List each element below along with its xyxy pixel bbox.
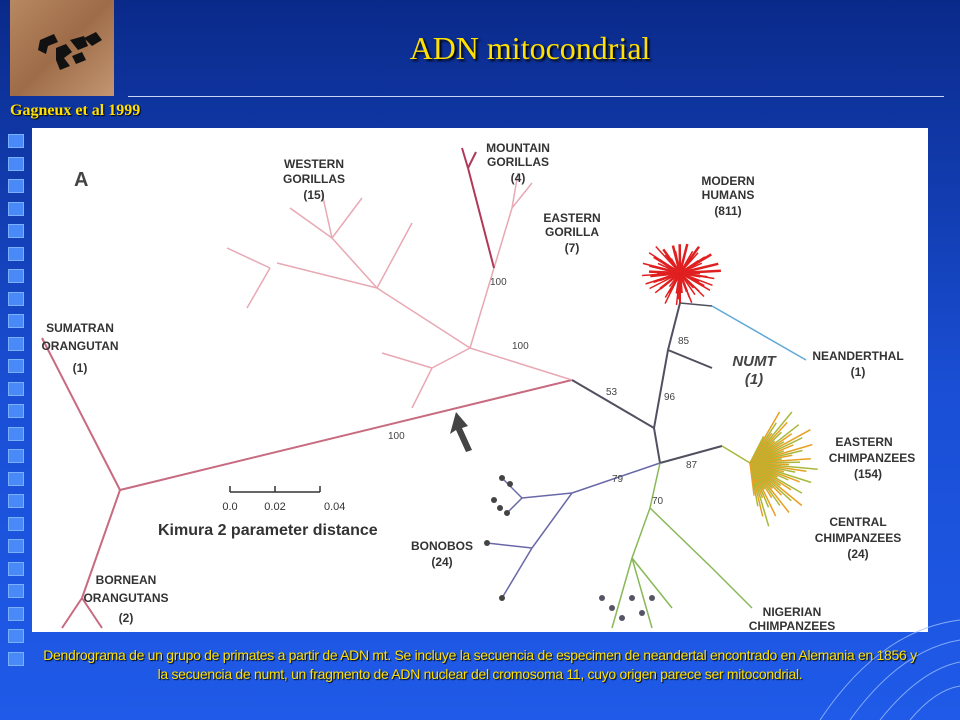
- figure-caption: Dendrograma de un grupo de primates a pa…: [43, 647, 917, 682]
- label-modern-humans-3: (811): [714, 204, 741, 218]
- bootstrap-value: 85: [678, 336, 690, 347]
- label-eastern-gorilla-1: EASTERN: [543, 211, 600, 225]
- label-bornean-orangutans-3: (2): [119, 611, 134, 625]
- label-numt-1: NUMT: [732, 353, 777, 370]
- title-divider: [128, 96, 944, 97]
- logo-emblem-icon: [38, 32, 102, 70]
- label-nigerian-chimps-2: CHIMPANZEES: [749, 619, 835, 632]
- label-central-chimps-2: CHIMPANZEES: [815, 531, 901, 545]
- arrow-icon: [450, 412, 472, 452]
- bonobo-leaf-dots: [484, 475, 513, 601]
- label-neanderthal-2: (1): [851, 365, 866, 379]
- bootstrap-value: 100: [388, 431, 405, 442]
- bootstrap-value: 79: [612, 474, 624, 485]
- label-neanderthal-1: NEANDERTHAL: [812, 349, 903, 363]
- modern-humans-cluster: [642, 243, 721, 305]
- orangutan-branches: [41, 337, 573, 629]
- label-sumatran-orangutan-3: (1): [73, 361, 88, 375]
- chimpanzee-cluster: [721, 411, 818, 527]
- dendrogram-svg: 0.0 0.02 0.04 Kimura 2 parameter distanc…: [41, 141, 915, 632]
- label-numt-2: (1): [745, 371, 763, 388]
- decorative-arcs-icon: [819, 619, 960, 720]
- label-eastern-gorilla-2: GORILLA: [545, 225, 599, 239]
- label-modern-humans-2: HUMANS: [702, 188, 755, 202]
- label-mountain-gorillas-2: GORILLAS: [487, 155, 549, 169]
- scale-tick-2: 0.04: [324, 501, 345, 513]
- label-western-gorillas-3: (15): [303, 188, 324, 202]
- scale-bar: [229, 486, 321, 493]
- label-mountain-gorillas-3: (4): [511, 171, 526, 185]
- bonobo-branches: [486, 462, 661, 599]
- label-western-gorillas-2: GORILLAS: [283, 172, 345, 186]
- label-eastern-chimps-2: CHIMPANZEES: [829, 451, 915, 465]
- neanderthal-branch: [711, 305, 807, 361]
- label-western-gorillas-1: WESTERN: [284, 157, 344, 171]
- label-nigerian-chimps-1: NIGERIAN: [763, 605, 822, 619]
- bootstrap-value: 100: [490, 277, 507, 288]
- panel-letter: A: [74, 169, 88, 191]
- nigerian-chimp-branches: [611, 462, 753, 629]
- label-sumatran-orangutan-1: SUMATRAN: [46, 321, 114, 335]
- gorilla-branches: [226, 172, 573, 409]
- label-central-chimps-3: (24): [847, 547, 868, 561]
- scale-tick-1: 0.02: [264, 501, 285, 513]
- label-bornean-orangutans-1: BORNEAN: [96, 573, 157, 587]
- scale-label: Kimura 2 parameter distance: [158, 522, 378, 539]
- tree-trunk: [571, 302, 723, 464]
- label-eastern-gorilla-3: (7): [565, 241, 580, 255]
- bootstrap-value: 100: [512, 341, 529, 352]
- mountain-gorilla-branches: [461, 147, 495, 269]
- label-mountain-gorillas-1: MOUNTAIN: [486, 141, 550, 155]
- label-modern-humans-1: MODERN: [701, 174, 754, 188]
- phylogenetic-tree-figure: 0.0 0.02 0.04 Kimura 2 parameter distanc…: [32, 128, 928, 632]
- source-citation: Gagneux et al 1999: [10, 102, 141, 119]
- page-title: ADN mitocondrial: [409, 30, 651, 66]
- bootstrap-value: 87: [686, 460, 698, 471]
- university-logo: [10, 0, 114, 96]
- scale-tick-0: 0.0: [222, 501, 237, 513]
- label-sumatran-orangutan-2: ORANGUTAN: [41, 339, 118, 353]
- bootstrap-value: 96: [664, 392, 676, 403]
- label-bornean-orangutans-2: ORANGUTANS: [83, 591, 168, 605]
- bootstrap-value: 53: [606, 387, 618, 398]
- decorative-square-column: [8, 134, 26, 674]
- label-eastern-chimps-1: EASTERN: [835, 435, 892, 449]
- label-bonobos-2: (24): [431, 555, 452, 569]
- nigerian-chimp-leaf-dots: [599, 595, 655, 621]
- label-eastern-chimps-3: (154): [854, 467, 882, 481]
- bootstrap-value: 70: [652, 496, 664, 507]
- label-central-chimps-1: CENTRAL: [829, 515, 886, 529]
- label-bonobos-1: BONOBOS: [411, 539, 473, 553]
